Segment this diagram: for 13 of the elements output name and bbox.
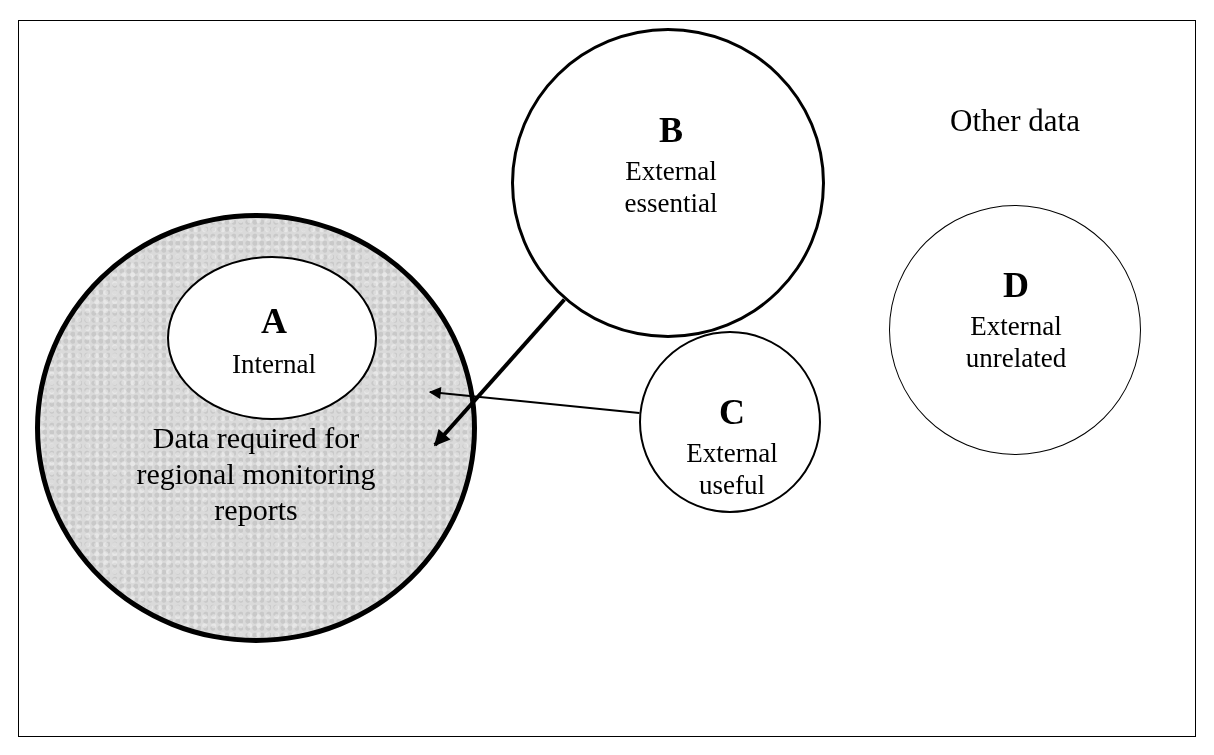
node-label: Internal <box>231 348 317 381</box>
node-label: External unrelated <box>964 310 1068 375</box>
node-label: External essential <box>623 155 719 220</box>
node-label: Data required for regional monitoring reports <box>135 420 377 528</box>
node-label: External useful <box>685 437 779 502</box>
arrow <box>428 387 641 414</box>
node-letter: C <box>719 393 745 433</box>
node-letter: B <box>659 111 683 151</box>
group-label: Other data <box>950 102 1080 140</box>
arrow <box>433 298 566 447</box>
node-letter: A <box>261 302 287 342</box>
node-letter: D <box>1003 266 1029 306</box>
data-circle <box>167 256 377 420</box>
